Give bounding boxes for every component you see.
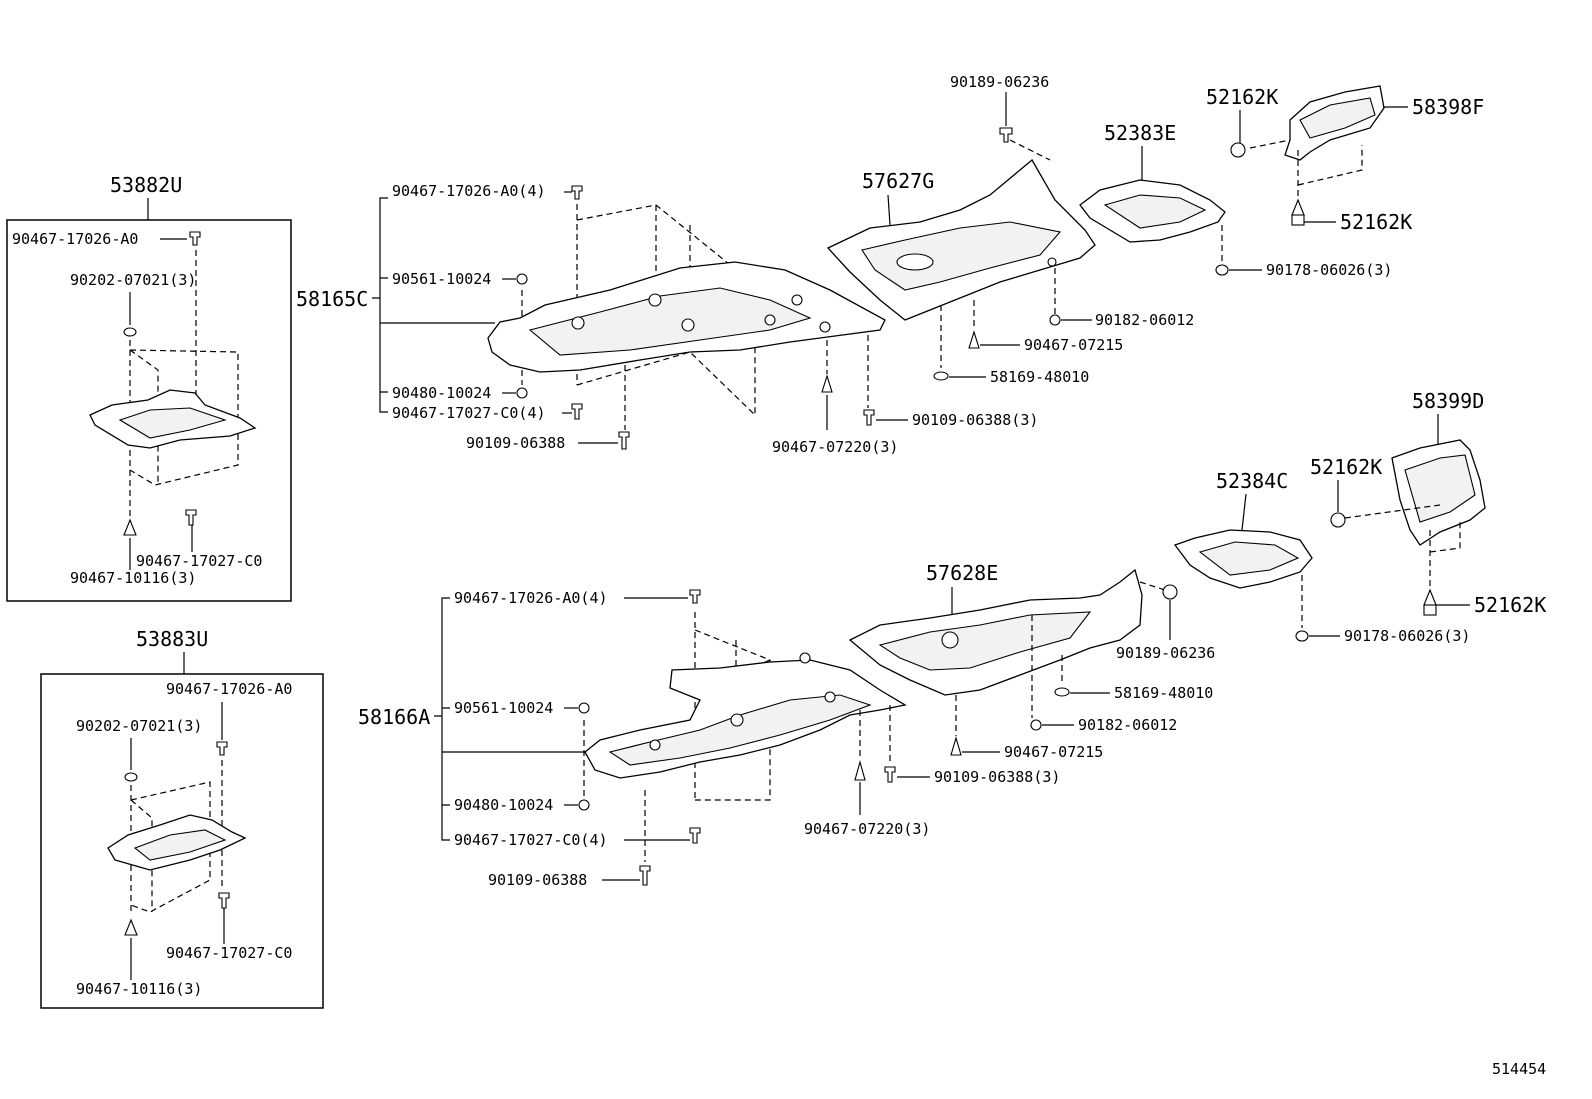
callout-58165C[interactable]: 58165C [296,287,368,311]
label-b10[interactable]: 58169-48010 [1114,684,1213,702]
washer-icon [123,327,137,337]
label-t11[interactable]: 90189-06236 [950,73,1049,91]
callout-58399D[interactable]: 58399D [1412,389,1484,413]
label-t6[interactable]: 90467-07220(3) [772,438,898,456]
label-t10[interactable]: 90182-06012 [1095,311,1194,329]
label-b2[interactable]: 90561-10024 [454,699,553,717]
clip-icon [1162,584,1178,600]
clip-icon [821,374,833,393]
label-t12[interactable]: 90178-06026(3) [1266,261,1392,279]
nut-icon [1215,264,1229,276]
label-b9[interactable]: 90182-06012 [1078,716,1177,734]
grommet-icon [933,371,949,381]
callout-52162K-b[interactable]: 52162K [1340,210,1412,234]
label-t1[interactable]: 90467-17026-A0(4) [392,182,546,200]
bolt-icon [571,185,583,200]
clip-icon [124,918,138,936]
label-box2-a[interactable]: 90467-17026-A0 [166,680,292,698]
callout-52162K-d[interactable]: 52162K [1474,593,1546,617]
bolt-icon [216,741,228,756]
label-b8[interactable]: 90467-07215 [1004,743,1103,761]
clip-icon [999,127,1013,143]
assembly-box-53882U [6,219,292,602]
label-t7[interactable]: 90109-06388(3) [912,411,1038,429]
clip-icon [1423,588,1437,606]
label-box1-b[interactable]: 90202-07021(3) [70,271,196,289]
clip-icon [1291,198,1305,216]
callout-52383E[interactable]: 52383E [1104,121,1176,145]
nut-icon [578,799,590,811]
callout-57628E[interactable]: 57628E [926,561,998,585]
bolt-icon [884,766,896,783]
label-t9[interactable]: 90467-07215 [1024,336,1123,354]
bolt-icon [618,431,630,450]
bolt-icon [689,589,701,604]
bolt-icon [571,403,583,420]
nut-icon [516,273,528,285]
label-b6[interactable]: 90467-07220(3) [804,820,930,838]
label-b3[interactable]: 90480-10024 [454,796,553,814]
bolt-icon [639,865,651,886]
bolt-icon [185,509,197,526]
bolt-icon [218,892,230,909]
label-b7[interactable]: 90109-06388(3) [934,768,1060,786]
label-box2-d[interactable]: 90467-10116(3) [76,980,202,998]
assembly-box-53883U [40,673,324,1009]
clip-icon [968,330,980,349]
label-b4[interactable]: 90467-17027-C0(4) [454,831,608,849]
label-b12[interactable]: 90178-06026(3) [1344,627,1470,645]
callout-53883U[interactable]: 53883U [136,627,208,651]
clip-icon [123,518,137,536]
label-b11[interactable]: 90189-06236 [1116,644,1215,662]
bolt-icon [189,231,201,246]
bolt-icon [863,409,875,426]
label-t4[interactable]: 90467-17027-C0(4) [392,404,546,422]
label-t5[interactable]: 90109-06388 [466,434,565,452]
callout-57627G[interactable]: 57627G [862,169,934,193]
label-box1-a[interactable]: 90467-17026-A0 [12,230,138,248]
diagram-id: 514454 [1492,1060,1546,1078]
clip-icon [854,759,866,781]
callout-53882U[interactable]: 53882U [110,173,182,197]
label-t8[interactable]: 58169-48010 [990,368,1089,386]
clip-icon [950,736,962,756]
nut-icon [1049,314,1061,326]
label-b5[interactable]: 90109-06388 [488,871,587,889]
nut-icon [516,387,528,399]
label-b1[interactable]: 90467-17026-A0(4) [454,589,608,607]
bolt-icon [689,827,701,844]
label-box2-b[interactable]: 90202-07021(3) [76,717,202,735]
callout-52162K-c[interactable]: 52162K [1310,455,1382,479]
label-t2[interactable]: 90561-10024 [392,270,491,288]
label-box1-c[interactable]: 90467-17027-C0 [136,552,262,570]
nut-icon [1295,630,1309,642]
grommet-icon [1054,687,1070,697]
callout-58166A[interactable]: 58166A [358,705,430,729]
nut-icon [1030,719,1042,731]
nut-icon [578,702,590,714]
clip-icon [1230,142,1246,158]
label-box1-d[interactable]: 90467-10116(3) [70,569,196,587]
clip-icon [1330,512,1346,528]
callout-58398F[interactable]: 58398F [1412,95,1484,119]
label-box2-c[interactable]: 90467-17027-C0 [166,944,292,962]
washer-icon [124,772,138,782]
callout-52162K-a[interactable]: 52162K [1206,85,1278,109]
callout-52384C[interactable]: 52384C [1216,469,1288,493]
label-t3[interactable]: 90480-10024 [392,384,491,402]
